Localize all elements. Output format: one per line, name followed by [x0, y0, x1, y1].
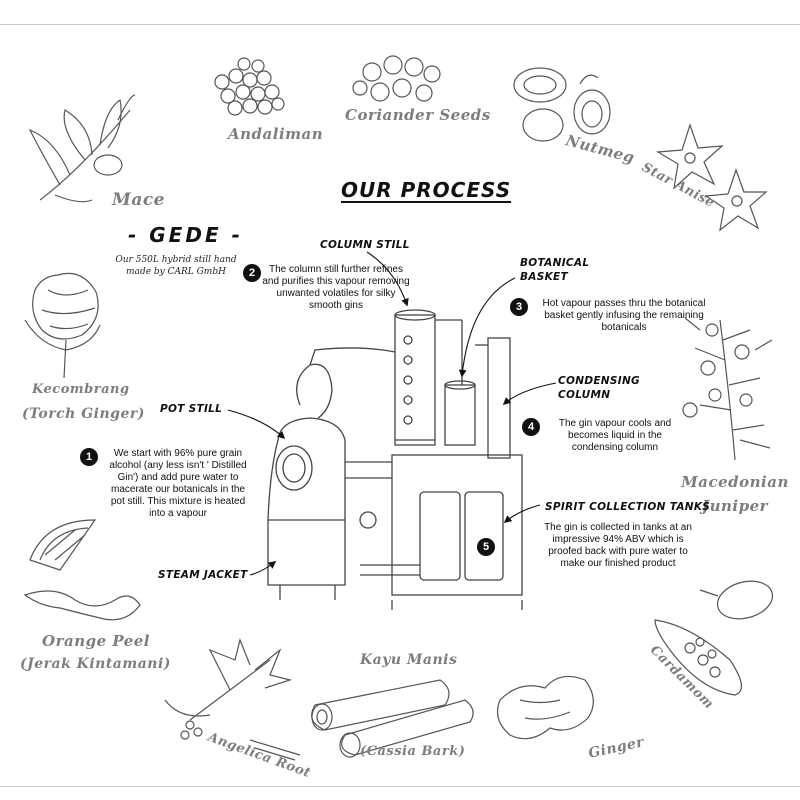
step-5-badge: 5 — [477, 538, 495, 556]
angelica-sketch — [164, 638, 301, 761]
top-rule — [0, 24, 800, 25]
still-name: - GEDE - — [128, 223, 243, 247]
mace-sketch — [28, 94, 136, 203]
label-botanical-basket: BOTANICAL BASKET — [520, 257, 590, 283]
label-juniper: Macedonian Juniper — [681, 473, 789, 515]
label-steam-jacket: STEAM JACKET — [158, 569, 248, 581]
label-kecombrang-sub: (Torch Ginger) — [22, 406, 145, 422]
star-anise-sketch — [656, 123, 768, 232]
label-kayu-manis: Kayu Manis — [360, 652, 458, 668]
andaliman-sketch — [214, 57, 285, 116]
step-4-text: The gin vapour cools and becomes liquid … — [558, 418, 672, 453]
arrow-column-still — [366, 251, 409, 307]
step-2-text: The column still further refines and pur… — [262, 264, 410, 311]
step-4-badge: 4 — [522, 418, 540, 436]
label-pot-still: POT STILL — [160, 403, 223, 415]
label-andaliman: Andaliman — [228, 125, 324, 143]
label-condensing-column: CONDENSING COLUMN — [558, 375, 640, 401]
arrow-spirit-tanks — [503, 504, 541, 523]
cardamom-sketch — [654, 580, 774, 696]
kecombrang-sketch — [24, 272, 101, 379]
arrow-condensing — [502, 382, 557, 406]
step-2-badge: 2 — [243, 264, 261, 282]
label-orange-peel-sub: (Jerak Kintamani) — [20, 656, 171, 672]
step-3-badge: 3 — [510, 298, 528, 316]
label-spirit-tanks: SPIRIT COLLECTION TANKS — [545, 501, 711, 513]
still-description: Our 550L hybrid still hand made by CARL … — [115, 255, 237, 277]
page-title: OUR PROCESS — [341, 178, 512, 202]
arrow-steam-jacket — [249, 561, 277, 576]
orange-peel-sketch — [23, 519, 141, 621]
step-5-text: The gin is collected in tanks at an impr… — [544, 522, 692, 569]
step-1-text: We start with 96% pure grain alcohol (an… — [109, 448, 247, 519]
juniper-sketch — [682, 317, 773, 461]
label-orange-peel: Orange Peel — [42, 632, 151, 650]
step-3-text: Hot vapour passes thru the botanical bas… — [542, 298, 706, 333]
coriander-sketch — [352, 55, 441, 102]
arrow-pot-still — [227, 409, 286, 440]
cassia-sketch — [311, 679, 474, 758]
ginger-sketch — [497, 675, 594, 740]
label-kecombrang: Kecombrang — [32, 382, 130, 397]
label-column-still: COLUMN STILL — [320, 239, 410, 251]
step-1-badge: 1 — [80, 448, 98, 466]
label-mace: Mace — [112, 190, 165, 210]
arrow-botanical-basket — [458, 277, 516, 378]
label-kayu-manis-sub: (Cassia Bark) — [360, 744, 466, 759]
nutmeg-sketch — [513, 67, 611, 142]
label-coriander: Coriander Seeds — [345, 106, 491, 124]
bottom-rule — [0, 786, 800, 787]
